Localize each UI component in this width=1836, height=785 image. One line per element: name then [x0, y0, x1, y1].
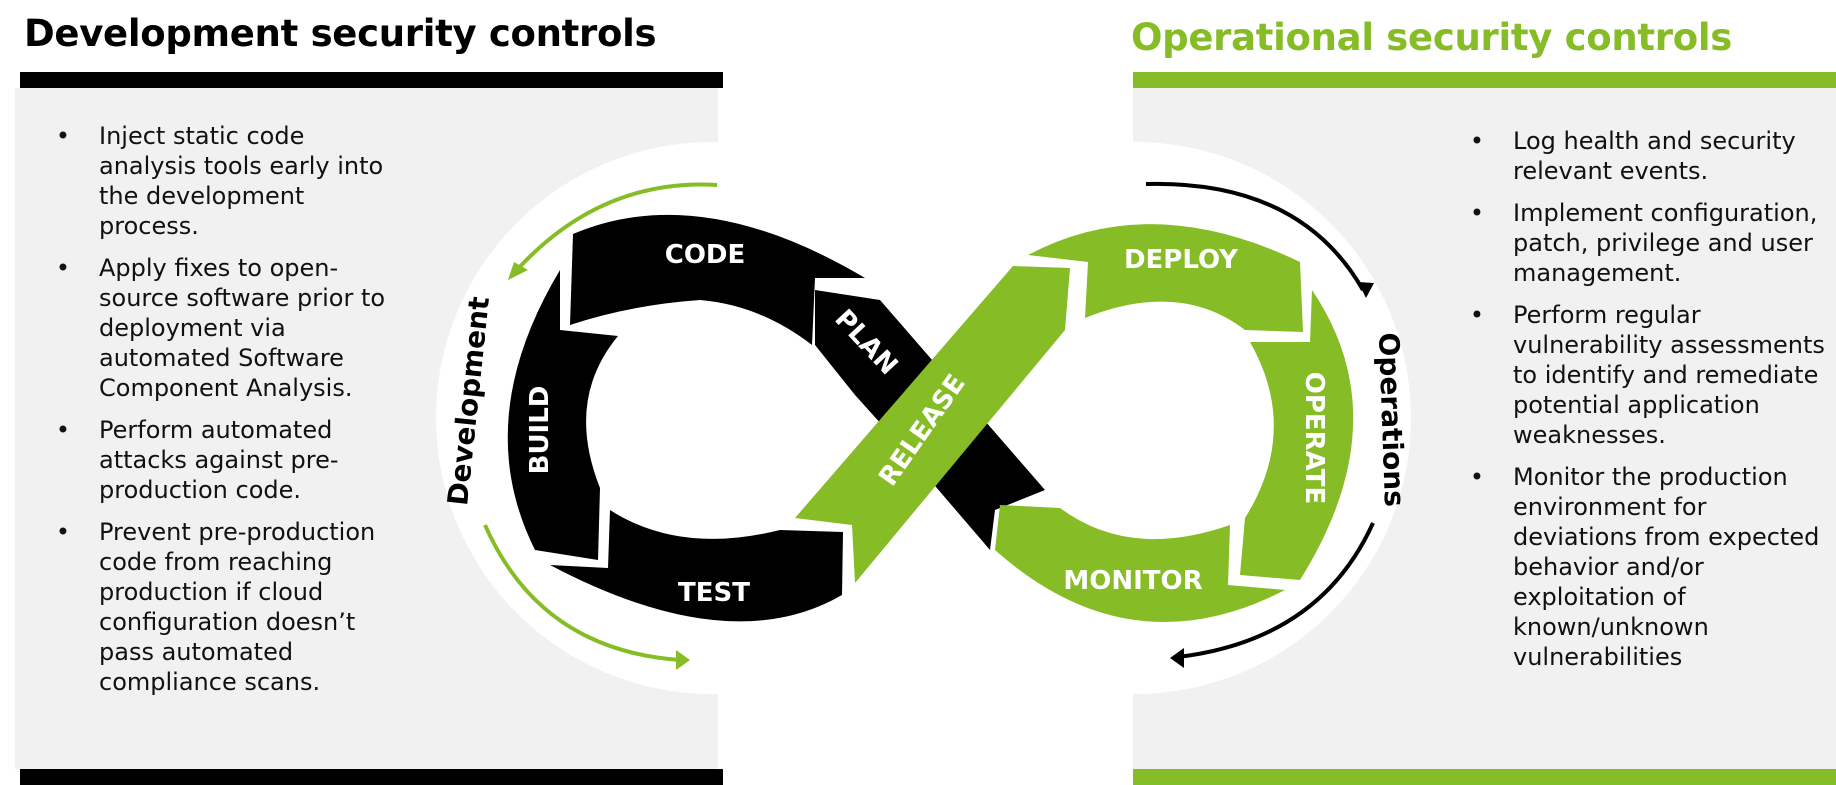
stage-code-shape: [570, 214, 865, 345]
arrowhead-icon: [1170, 648, 1184, 668]
stage-test-shape: [550, 510, 843, 622]
bullet-text: Apply fixes to open-source software prio…: [99, 254, 386, 402]
bullet-icon: •: [55, 122, 71, 150]
arrowhead-icon: [1358, 282, 1374, 298]
bullet-text: Prevent pre-production code from reachin…: [99, 518, 376, 696]
bullet-icon: •: [1469, 199, 1485, 227]
development-footer-bar: [20, 769, 723, 785]
bullet-icon: •: [1469, 127, 1485, 155]
development-top-arrow-line: [513, 182, 718, 274]
stage-test-label: TEST: [678, 578, 750, 608]
list-item: • Prevent pre-production code from reachi…: [53, 517, 398, 697]
operations-footer-bar: [1133, 769, 1836, 785]
operations-top-arrow-line: [1145, 181, 1365, 291]
operations-loop-label: Operations: [1372, 332, 1411, 507]
bullet-text: Inject static code analysis tools early …: [99, 122, 384, 240]
stage-deploy-shape: [1028, 224, 1303, 332]
bullet-text: Monitor the production environment for d…: [1513, 463, 1820, 671]
stage-deploy-label: DEPLOY: [1124, 245, 1239, 275]
list-item: • Perform regular vulnerability assessmen…: [1467, 300, 1827, 450]
operations-bottom-arrow-line: [1177, 522, 1375, 659]
bullet-text: Perform automated attacks against pre-pr…: [99, 416, 339, 504]
operations-controls-list: • Log health and security relevant events…: [1467, 126, 1827, 684]
list-item: • Monitor the production environment for …: [1467, 462, 1827, 672]
stage-monitor-label: MONITOR: [1063, 566, 1202, 596]
development-header-bar: [20, 72, 723, 88]
development-title: Development security controls: [24, 12, 657, 55]
stage-operate-shape: [1240, 290, 1354, 580]
operations-title: Operational security controls: [1131, 16, 1732, 59]
list-item: • Inject static code analysis tools early…: [53, 121, 398, 241]
bullet-text: Implement configuration, patch, privileg…: [1513, 199, 1818, 287]
bullet-icon: •: [1469, 301, 1485, 329]
bullet-icon: •: [55, 254, 71, 282]
list-item: • Perform automated attacks against pre-p…: [53, 415, 398, 505]
stage-monitor-shape: [995, 505, 1285, 622]
bullet-icon: •: [1469, 463, 1485, 491]
stage-build-label: BUILD: [525, 386, 555, 475]
stage-build-shape: [507, 270, 618, 560]
arrowhead-icon: [508, 262, 528, 280]
bullet-text: Log health and security relevant events.: [1513, 127, 1796, 185]
bullet-icon: •: [55, 416, 71, 444]
list-item: • Log health and security relevant events…: [1467, 126, 1827, 186]
list-item: • Implement configuration, patch, privile…: [1467, 198, 1827, 288]
bullet-text: Perform regular vulnerability assessment…: [1513, 301, 1825, 449]
arrowhead-icon: [676, 650, 690, 670]
stage-operate-label: OPERATE: [1299, 372, 1329, 505]
development-bottom-arrow-line: [483, 524, 681, 662]
stage-code-label: CODE: [665, 240, 746, 270]
list-item: • Apply fixes to open-source software pri…: [53, 253, 398, 403]
bullet-icon: •: [55, 518, 71, 546]
development-controls-list: • Inject static code analysis tools early…: [53, 121, 398, 709]
operations-header-bar: [1133, 72, 1836, 88]
stage-release-shape: [795, 266, 1070, 583]
